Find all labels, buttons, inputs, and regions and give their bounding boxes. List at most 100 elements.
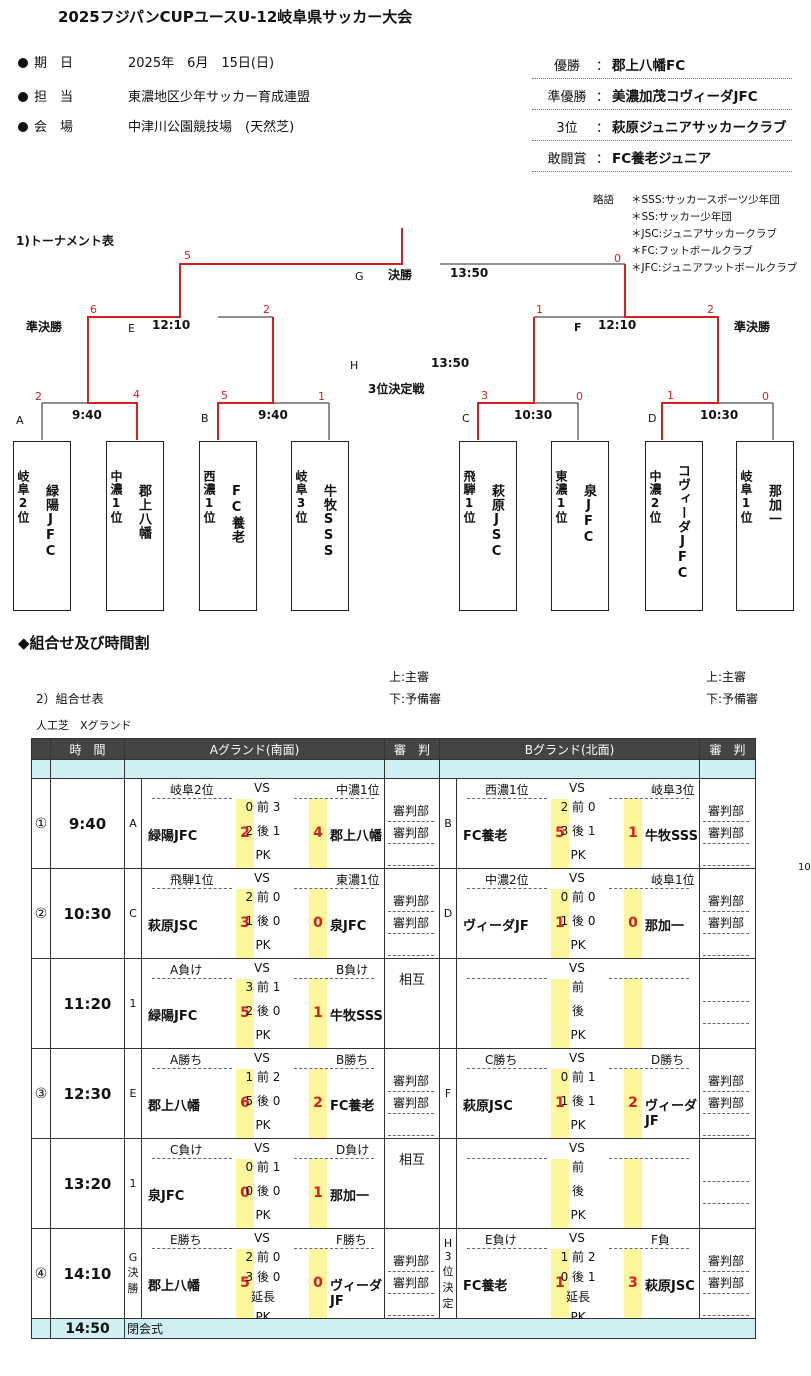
vs-label: VS xyxy=(569,871,585,885)
team-b-source: D勝ち xyxy=(651,1053,685,1067)
bullet-icon xyxy=(18,58,28,68)
match-detail-line: 3 前 1 xyxy=(245,980,281,994)
match-detail-line: 0 前 3 xyxy=(245,800,281,814)
score-f-left: 1 xyxy=(536,303,543,316)
referee-cell: 審判部審判部 xyxy=(385,869,439,958)
match-detail-line: 5 後 0 xyxy=(245,1094,281,1108)
match-detail-line: 延長 xyxy=(566,1290,591,1304)
c-letter: C xyxy=(462,412,470,425)
team-b-source: 東濃1位 xyxy=(336,873,380,887)
final-label: 決勝 xyxy=(388,268,413,282)
c-time: 10:30 xyxy=(514,408,553,422)
round-number xyxy=(31,1138,51,1229)
b-letter: B xyxy=(201,412,209,425)
match-detail-line: 2 後 0 xyxy=(245,1004,281,1018)
referee-cell: 審判部審判部 xyxy=(385,1049,439,1138)
team-b-source: 中濃1位 xyxy=(336,783,380,797)
match-detail-line: PK xyxy=(255,1208,271,1222)
team-a-source: 中濃2位 xyxy=(485,873,529,887)
team-b-name: 牛牧SSS xyxy=(645,829,698,844)
team-a-source: 飛騨1位 xyxy=(170,873,214,887)
vs-label: VS xyxy=(569,781,585,795)
match-code-b: F xyxy=(439,1048,458,1139)
e-time: 12:10 xyxy=(152,318,191,332)
ground-a-referee: 審判部審判部 xyxy=(384,1048,441,1139)
team-a-name: 萩原JSC xyxy=(148,919,198,934)
team-a-name: 郡上八幡 xyxy=(148,1279,201,1294)
match-code-b xyxy=(439,958,458,1049)
score-b-left: 5 xyxy=(221,389,228,402)
team-b-source: 岐阜3位 xyxy=(651,783,695,797)
match-time: 14:10 xyxy=(50,1228,125,1319)
match-detail-line: PK xyxy=(255,938,271,952)
team-a-score: 3 xyxy=(240,915,250,931)
team-b-score: 0 xyxy=(313,915,323,931)
team-a-score: 1 xyxy=(555,1095,565,1111)
bracket-lines xyxy=(41,228,774,440)
team-b-score: 0 xyxy=(313,1275,323,1291)
match-detail-line: PK xyxy=(570,1208,586,1222)
score-a-right: 4 xyxy=(133,388,140,401)
team-a-source: C負け xyxy=(170,1143,203,1157)
score-a-left: 2 xyxy=(35,390,42,403)
header-blank xyxy=(31,738,51,760)
round-number: ② xyxy=(31,868,51,959)
ground-a-referee: 審判部審判部 xyxy=(384,1228,441,1319)
match-detail-line: 前 xyxy=(572,980,585,994)
vs-label: VS xyxy=(254,871,270,885)
referee-cell: 審判部審判部 xyxy=(700,869,755,958)
team-b-name: ヴィーダJF xyxy=(645,1099,698,1129)
winner-row: 準優勝美濃加茂コヴィーダJFC： xyxy=(532,79,792,110)
ground-b-referee xyxy=(699,1138,757,1229)
team-a-score: 5 xyxy=(555,825,565,841)
team-a-source: 西濃1位 xyxy=(485,783,529,797)
match-time: 11:20 xyxy=(50,958,125,1049)
match-detail-line: 1 後 0 xyxy=(245,914,281,928)
info-host-value: 東濃地区少年サッカー育成連盟 xyxy=(128,90,311,105)
match-code-a: 1 xyxy=(124,958,142,1049)
match-time: 13:20 xyxy=(50,1138,125,1229)
header-ground-b: Bグランド(北面) xyxy=(439,738,701,760)
referee-cell: 審判部審判部 xyxy=(385,779,439,868)
team-a-name: 緑陽JFC xyxy=(148,829,198,844)
team-a-name: 郡上八幡 xyxy=(148,1099,201,1114)
vs-label: VS xyxy=(254,781,270,795)
schedule-section-title: ◆組合せ及び時間割 xyxy=(18,634,150,652)
score-f-right: 2 xyxy=(707,303,714,316)
match-detail-line: 2 後 1 xyxy=(245,824,281,838)
match-code-a: 1 xyxy=(124,1138,142,1229)
match-code-b: D xyxy=(439,868,458,959)
vs-label: VS xyxy=(254,1141,270,1155)
match-detail-line: 0 前 1 xyxy=(245,1160,281,1174)
closing-time: 14:50 xyxy=(50,1318,125,1339)
ground-b-referee: 審判部審判部 xyxy=(699,1228,757,1319)
match-detail-line: PK xyxy=(570,1118,586,1132)
e-letter: E xyxy=(128,322,135,335)
score-e-right: 2 xyxy=(263,303,270,316)
match-detail-line: 前 xyxy=(572,1160,585,1174)
referee-cell: 相互 xyxy=(399,973,426,988)
team-box: 東濃1位泉JFC xyxy=(551,441,609,611)
match-code-b xyxy=(439,1138,458,1229)
team-a-source: E負け xyxy=(485,1233,517,1247)
ref-note-right-sub: 下:予備審 xyxy=(706,692,759,706)
team-b-score: 3 xyxy=(628,1275,638,1291)
d-letter: D xyxy=(648,412,657,425)
info-venue-value: 中津川公園競技場 (天然芝) xyxy=(128,120,295,135)
referee-cell xyxy=(700,1139,755,1228)
round-number: ③ xyxy=(31,1048,51,1139)
